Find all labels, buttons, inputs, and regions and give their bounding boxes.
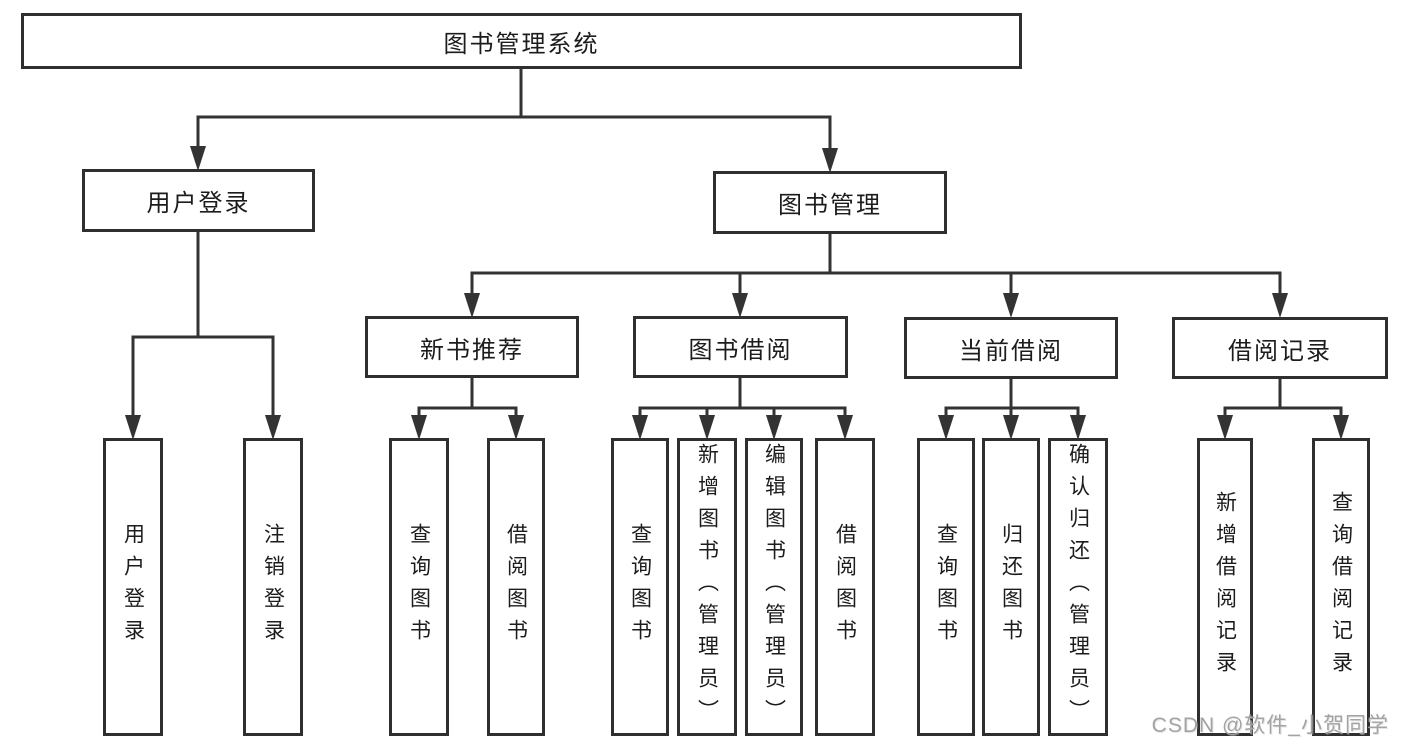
watermark-text: CSDN @软件_小贺同学	[1151, 714, 1389, 737]
connector-book-management-split	[464, 232, 1288, 318]
leaf-current-return-books: 归还图书	[982, 438, 1040, 736]
leaf-records-add-record: 新增借阅记录	[1197, 438, 1253, 736]
connector-root-split	[190, 67, 838, 173]
node-book-management: 图书管理	[713, 171, 947, 234]
connector-current-borrow-split	[938, 377, 1086, 440]
leaf-borrow-borrow-books: 借阅图书	[815, 438, 875, 736]
leaf-recommend-query-books: 查询图书	[389, 438, 449, 736]
leaf-current-confirm-return-admin: 确认归还（管理员）	[1048, 438, 1108, 736]
leaf-borrow-add-books-admin: 新增图书（管理员）	[677, 438, 737, 736]
node-user-login: 用户登录	[82, 169, 315, 232]
leaf-borrow-query-books: 查询图书	[611, 438, 669, 736]
connector-new-book-split	[411, 376, 524, 440]
leaf-borrow-edit-books-admin: 编辑图书（管理员）	[745, 438, 803, 736]
leaf-logout-login: 注销登录	[243, 438, 303, 736]
node-book-borrow: 图书借阅	[633, 316, 848, 378]
connector-user-login-split	[125, 230, 281, 440]
leaf-current-query-books: 查询图书	[917, 438, 975, 736]
node-borrow-records: 借阅记录	[1172, 317, 1388, 379]
connector-borrow-records-split	[1217, 377, 1349, 440]
leaf-records-query-record: 查询借阅记录	[1312, 438, 1370, 736]
connector-book-borrow-split	[632, 376, 853, 440]
leaf-recommend-borrow-books: 借阅图书	[487, 438, 545, 736]
node-root: 图书管理系统	[21, 13, 1022, 69]
node-current-borrow: 当前借阅	[904, 317, 1118, 379]
leaf-user-login: 用户登录	[103, 438, 163, 736]
node-new-book-recommend: 新书推荐	[365, 316, 579, 378]
